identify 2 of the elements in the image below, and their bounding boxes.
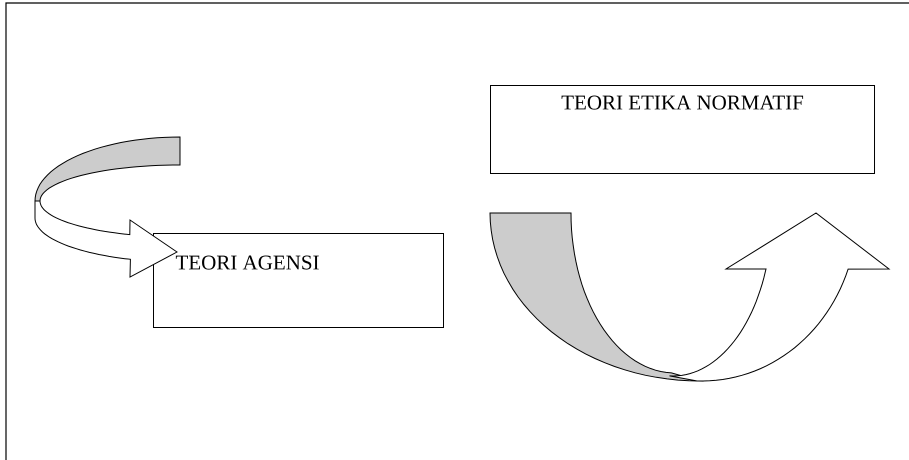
text-box: TEORI ETIKA NORMATIF (490, 85, 876, 174)
text-box: TEORI AGENSI (153, 233, 444, 328)
